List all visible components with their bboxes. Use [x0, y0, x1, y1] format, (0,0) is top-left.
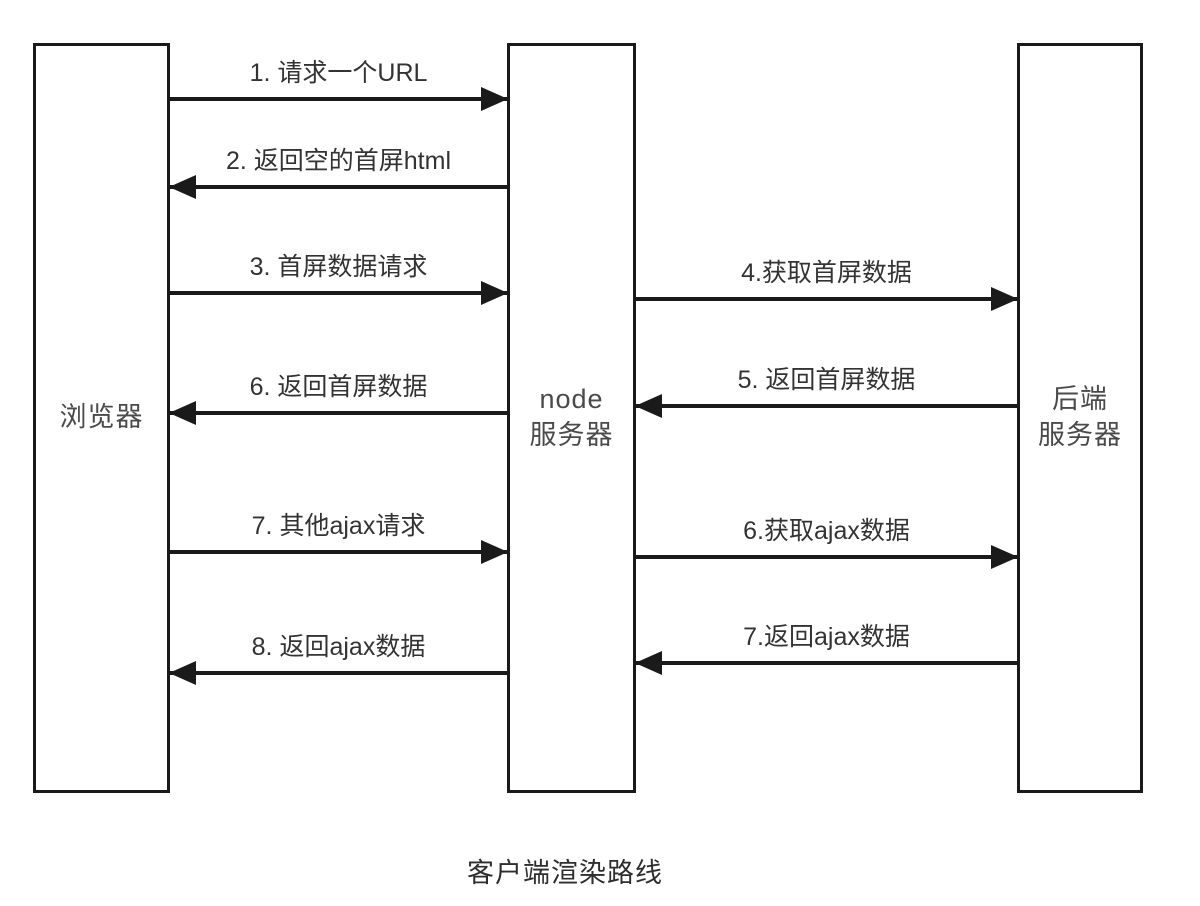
actor-label-node-server: node 服务器: [530, 382, 614, 453]
arrow-line: [170, 550, 507, 554]
actor-box-backend-server: 后端 服务器: [1017, 43, 1143, 793]
message-label: 5. 返回首屏数据: [737, 366, 916, 394]
actor-label-backend-server: 后端 服务器: [1038, 382, 1122, 453]
actor-label-line: 浏览器: [59, 402, 144, 433]
message-label: 6. 返回首屏数据: [249, 373, 428, 401]
message-label: 7. 其他ajax请求: [251, 512, 426, 540]
arrowhead-right-icon: [991, 287, 1018, 311]
message-arrow-left: 2. 返回空的首屏html: [169, 147, 507, 199]
arrow-line: [170, 97, 507, 101]
arrow-line: [636, 404, 1017, 408]
arrow-line: [636, 297, 1017, 301]
message-label: 1. 请求一个URL: [249, 59, 428, 87]
message-arrow-left: 6. 返回首屏数据: [169, 373, 507, 425]
message-label: 8. 返回ajax数据: [251, 633, 426, 661]
arrow-line: [170, 671, 507, 675]
message-arrow-right: 4.获取首屏数据: [636, 259, 1018, 311]
diagram-caption: 客户端渲染路线: [467, 858, 663, 888]
message-label: 6.获取ajax数据: [743, 517, 910, 545]
arrow-line: [170, 291, 507, 295]
arrowhead-left-icon: [169, 175, 196, 199]
actor-label-line: 服务器: [529, 420, 614, 450]
arrowhead-left-icon: [169, 661, 196, 685]
actor-box-browser: 浏览器: [33, 43, 170, 793]
message-arrow-right: 1. 请求一个URL: [170, 59, 508, 111]
arrowhead-left-icon: [169, 401, 196, 425]
message-arrow-right: 7. 其他ajax请求: [170, 512, 508, 564]
actor-label-line: 后端: [1052, 384, 1108, 415]
arrowhead-right-icon: [481, 540, 508, 564]
message-arrow-right: 3. 首屏数据请求: [170, 253, 508, 305]
message-arrow-right: 6.获取ajax数据: [636, 517, 1018, 569]
message-label: 3. 首屏数据请求: [249, 253, 428, 281]
arrowhead-right-icon: [481, 87, 508, 111]
actor-label-line: 服务器: [1038, 420, 1122, 450]
message-label: 4.获取首屏数据: [741, 259, 912, 287]
message-label: 2. 返回空的首屏html: [225, 147, 452, 175]
message-arrow-left: 5. 返回首屏数据: [635, 366, 1017, 418]
actor-label-line: node: [539, 384, 604, 415]
actor-box-node-server: node 服务器: [507, 43, 636, 793]
arrowhead-right-icon: [991, 545, 1018, 569]
actor-label-browser: 浏览器: [60, 400, 144, 436]
arrowhead-left-icon: [635, 651, 662, 675]
arrowhead-right-icon: [481, 281, 508, 305]
arrowhead-left-icon: [635, 394, 662, 418]
arrow-line: [170, 185, 507, 189]
arrow-line: [170, 411, 507, 415]
arrow-line: [636, 661, 1017, 665]
message-arrow-left: 7.返回ajax数据: [635, 623, 1017, 675]
message-label: 7.返回ajax数据: [743, 623, 910, 651]
arrow-line: [636, 555, 1017, 559]
message-arrow-left: 8. 返回ajax数据: [169, 633, 507, 685]
